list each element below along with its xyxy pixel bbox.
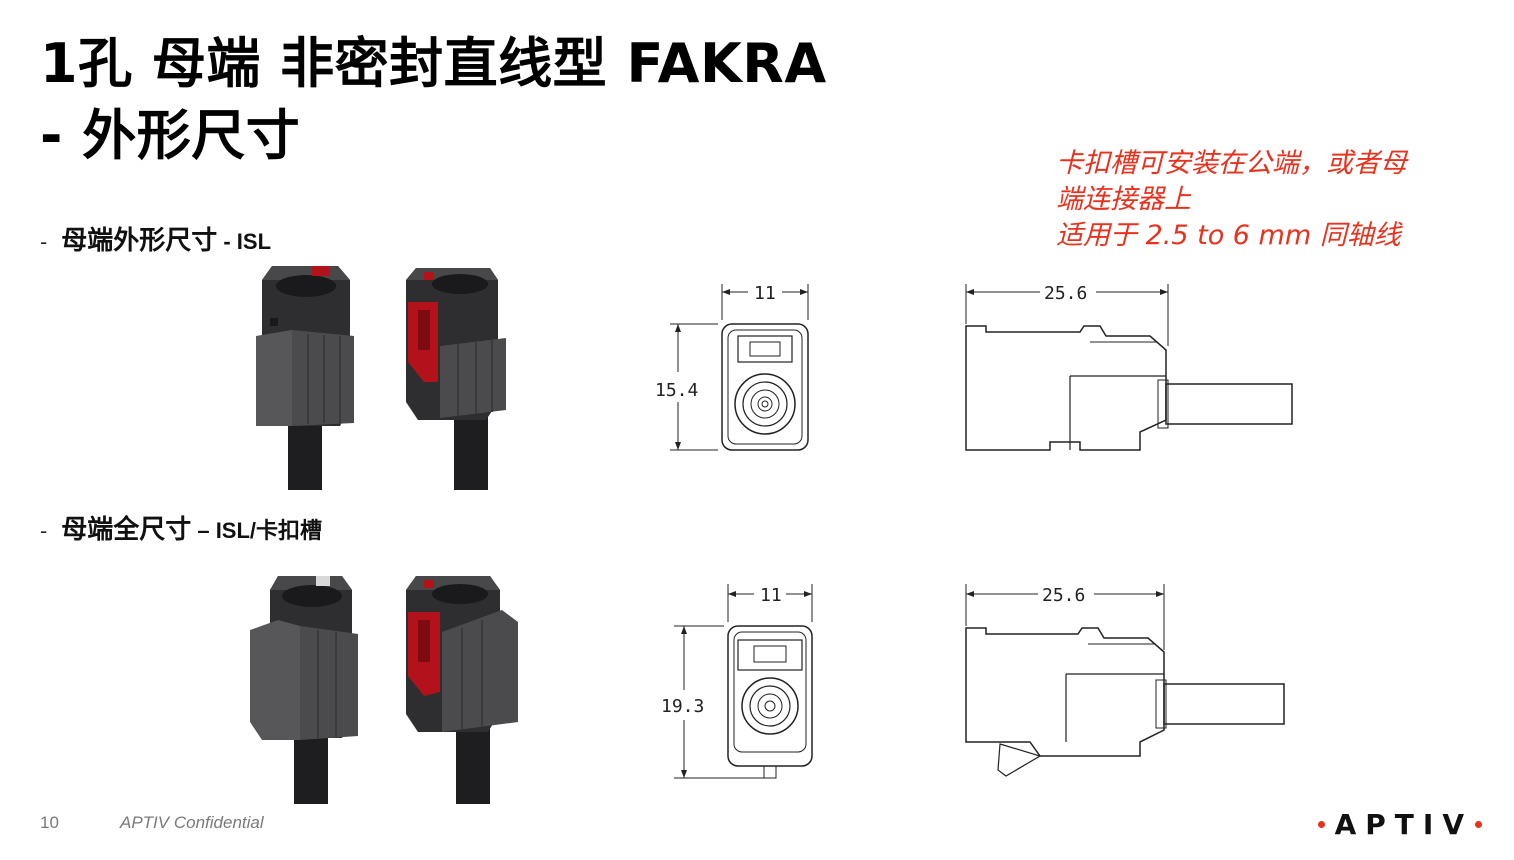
connector-photo-isl-side — [406, 268, 506, 490]
drawing-front-view-full: 11 19.3 — [661, 584, 813, 779]
compatibility-note: 卡扣槽可安装在公端，或者母 端连接器上 适用于 2.5 to 6 mm 同轴线 — [1056, 146, 1407, 254]
confidential-label: APTIV Confidential — [120, 813, 264, 832]
logo-dot-icon — [1475, 821, 1482, 828]
section-label: 母端全尺寸 — [61, 515, 192, 545]
title-line-2: - 外形尺寸 — [40, 104, 301, 167]
front-width-label: 11 — [754, 283, 776, 304]
drawing-side-view-isl: 25.6 — [965, 283, 1293, 451]
note-line-3: 适用于 2.5 to 6 mm 同轴线 — [1056, 220, 1401, 251]
title-line-1: 1孔 母端 非密封直线型 FAKRA — [40, 32, 827, 95]
front-width-label: 11 — [760, 585, 782, 606]
note-line-2: 端连接器上 — [1056, 184, 1191, 215]
aptiv-logo: APTIV — [1317, 808, 1482, 841]
logo-dot-icon — [1317, 821, 1325, 828]
page-number: 10 — [40, 813, 59, 832]
front-height-label: 19.3 — [661, 696, 704, 717]
section-heading-isl: -母端外形尺寸 - ISL — [40, 224, 271, 259]
logo-text: APTIV — [1334, 808, 1473, 841]
section-heading-full: -母端全尺寸 – ISL/卡扣槽 — [40, 513, 322, 548]
connector-photo-isl-front — [256, 266, 354, 490]
drawing-front-view-isl: 11 15.4 — [655, 283, 809, 451]
front-height-label: 15.4 — [655, 380, 698, 401]
section-label: 母端外形尺寸 — [61, 226, 218, 256]
section-suffix: - ISL — [217, 229, 272, 254]
connector-photo-full-front — [250, 576, 358, 804]
side-length-label: 25.6 — [1044, 283, 1087, 304]
bullet-dash: - — [40, 230, 48, 254]
side-length-label: 25.6 — [1042, 585, 1085, 606]
slide-title: 1孔 母端 非密封直线型 FAKRA - 外形尺寸 — [40, 28, 827, 172]
note-line-1: 卡扣槽可安装在公端，或者母 — [1056, 148, 1407, 179]
bullet-dash: - — [40, 519, 48, 543]
section-suffix: – ISL/卡扣槽 — [191, 518, 323, 543]
connector-photo-full-side — [406, 576, 518, 804]
drawing-side-view-full: 25.6 — [965, 584, 1285, 777]
